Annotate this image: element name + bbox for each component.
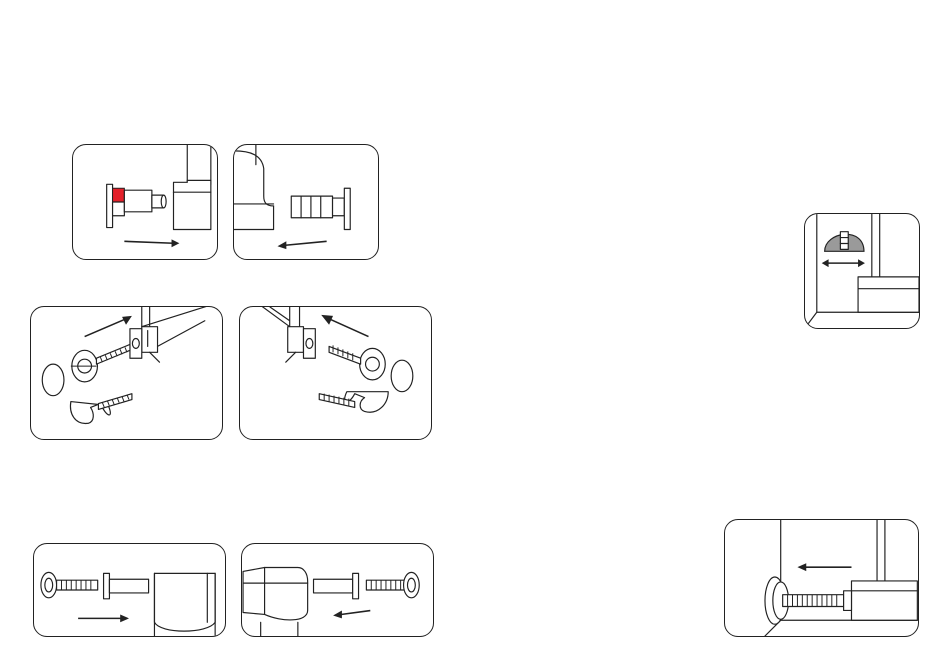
- latch-adjust-detail-illustration: [805, 214, 919, 328]
- panel-bolt-attach-right-frame: [239, 306, 432, 440]
- wall-cup-bolt-detail-illustration: [725, 520, 918, 636]
- panel-sleeve-bolt-left: [33, 543, 226, 637]
- sleeve-bolt-left-illustration: [34, 544, 225, 636]
- pin-insert-left-illustration: [234, 145, 378, 259]
- panel-latch-adjust-detail: [804, 213, 920, 329]
- bolt-attach-right-frame-illustration: [240, 307, 431, 439]
- panel-sleeve-bolt-right: [241, 543, 434, 637]
- panel-wall-cup-bolt-detail: [724, 519, 919, 637]
- bolt-attach-left-frame-illustration: [31, 307, 222, 439]
- sleeve-bolt-right-illustration: [242, 544, 433, 636]
- panel-pin-insert-left: [233, 144, 379, 260]
- pin-insert-right-illustration: [73, 145, 217, 259]
- panel-bolt-attach-left-frame: [30, 306, 223, 440]
- panel-pin-insert-right: [72, 144, 218, 260]
